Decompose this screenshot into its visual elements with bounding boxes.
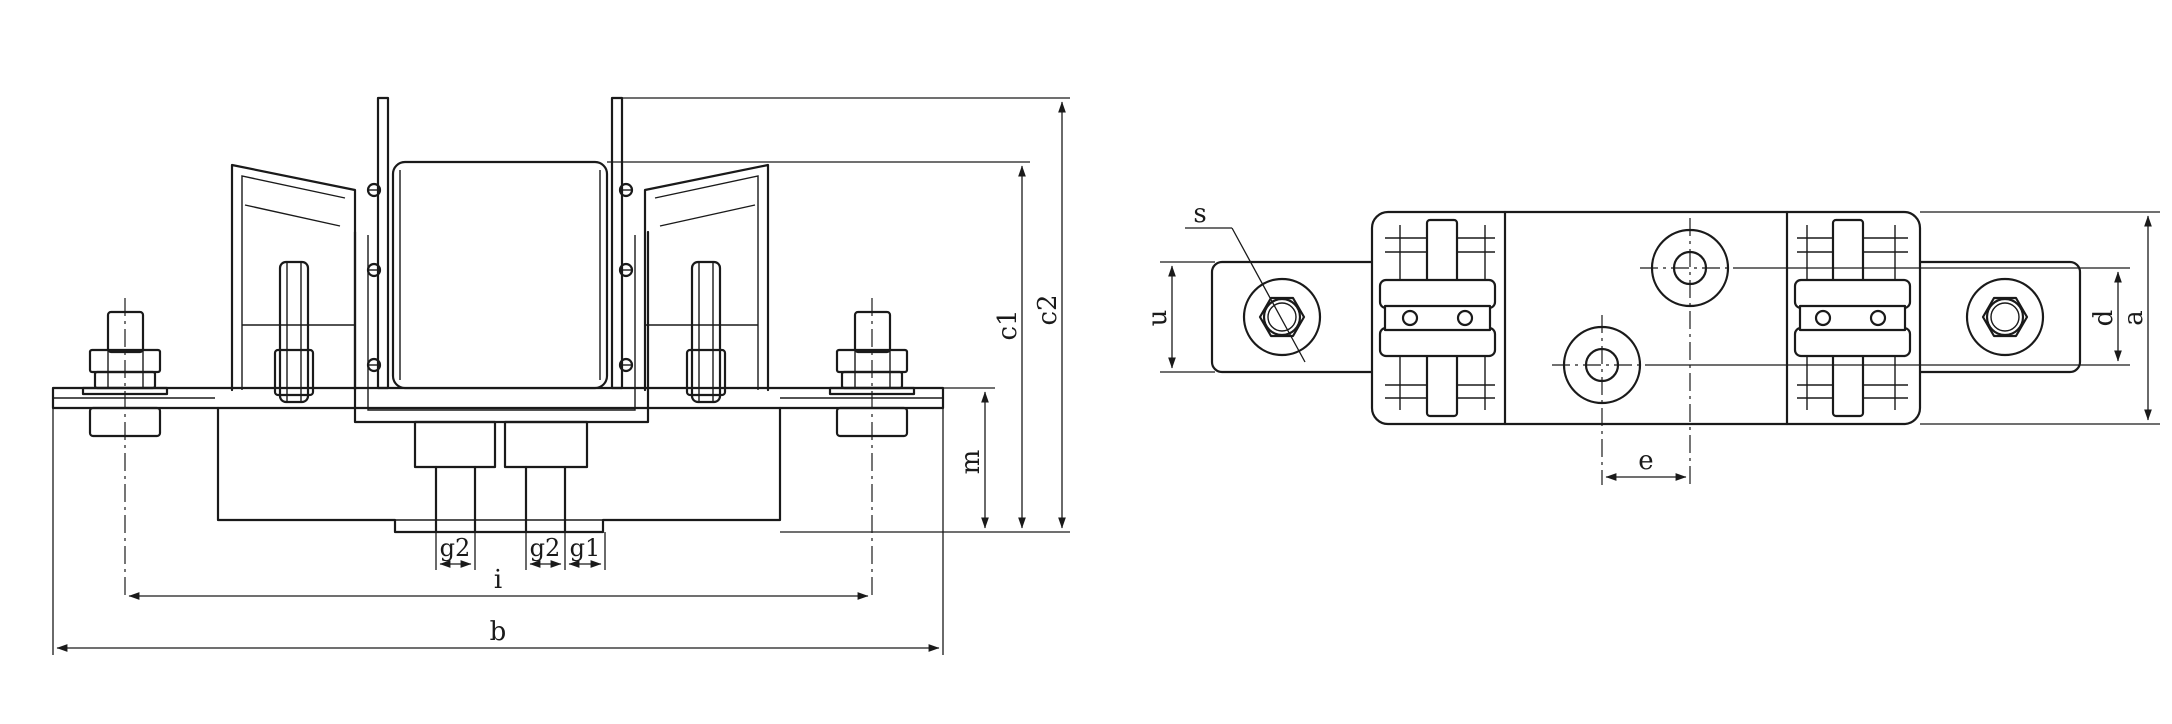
- label-g2-left: g2: [440, 534, 471, 562]
- right-terminal-nut-icon: [1965, 277, 2045, 357]
- left-contact-clip: [230, 163, 357, 392]
- right-terminal-tab: [1908, 260, 2082, 374]
- label-d: d: [2089, 310, 2119, 327]
- label-b: b: [490, 617, 507, 647]
- label-s: s: [1193, 199, 1206, 229]
- left-fuse-tag: [376, 96, 390, 390]
- right-contact-top: [1793, 218, 1912, 418]
- fuse-body: [391, 160, 609, 390]
- label-g2-right: g2: [530, 534, 561, 562]
- label-g1: g1: [570, 534, 601, 562]
- label-u: u: [1143, 310, 1173, 327]
- left-striker-block: [413, 420, 497, 469]
- right-fuse-tag: [610, 96, 624, 390]
- fuse-frame: [353, 230, 650, 424]
- top-view: s u d a e: [1143, 199, 2160, 485]
- right-contact-clip: [643, 163, 770, 392]
- label-c1: c1: [993, 309, 1023, 340]
- label-e: e: [1638, 446, 1653, 476]
- label-m: m: [956, 450, 986, 475]
- fuse-rivets: [366, 182, 634, 373]
- left-terminal-nut-icon: [1242, 277, 1322, 357]
- left-terminal-tab: [1210, 260, 1384, 374]
- label-a: a: [2119, 310, 2149, 326]
- label-c2: c2: [1033, 294, 1063, 325]
- front-view: g2 g2 g1 i b m c1 c2: [51, 96, 1070, 655]
- label-i: i: [494, 565, 502, 595]
- insulating-base: [216, 406, 782, 534]
- fuse-base-top: [1370, 210, 1922, 426]
- left-contact-top: [1378, 218, 1497, 418]
- right-striker-block: [503, 420, 589, 469]
